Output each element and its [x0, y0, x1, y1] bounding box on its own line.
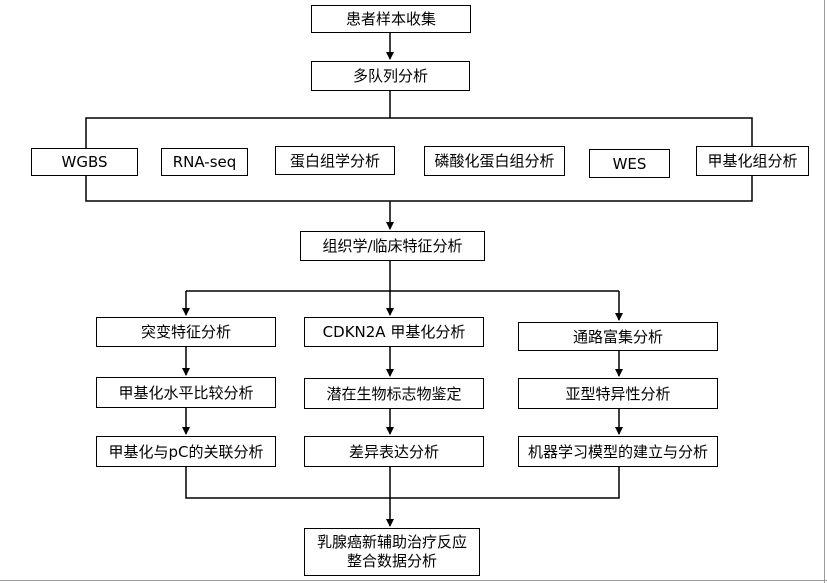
methylation-level-comparison-box: 甲基化水平比较分析 [96, 377, 276, 408]
integrated-analysis-line1: 乳腺癌新辅助治疗反应 [316, 533, 467, 551]
pathway-enrichment-box: 通路富集分析 [518, 322, 718, 351]
frame-right-edge [824, 0, 825, 583]
integrated-analysis-box: 乳腺癌新辅助治疗反应 整合数据分析 [304, 528, 480, 576]
omics-box-methylome: 甲基化组分析 [696, 146, 809, 176]
omics-box-wes: WES [589, 149, 670, 178]
ml-model-box: 机器学习模型的建立与分析 [518, 436, 718, 467]
merge-bracket [185, 467, 620, 499]
subtype-specificity-box: 亚型特异性分析 [518, 378, 718, 409]
omics-bracket-top [85, 117, 753, 148]
patient-sample-collection-box: 患者样本收集 [311, 5, 471, 33]
biomarker-identification-box: 潜在生物标志物鉴定 [304, 378, 484, 409]
integrated-analysis-line2: 整合数据分析 [346, 552, 437, 570]
omics-bracket-bottom [85, 176, 753, 202]
cdkn2a-methylation-analysis-box: CDKN2A 甲基化分析 [304, 317, 484, 347]
frame-bottom-edge [0, 580, 827, 581]
methylation-pc-association-box: 甲基化与pC的关联分析 [96, 436, 276, 467]
multi-cohort-analysis-box: 多队列分析 [311, 61, 470, 91]
mutation-feature-analysis-box: 突变特征分析 [96, 317, 276, 347]
omics-box-proteomics: 蛋白组学分析 [275, 146, 395, 175]
differential-expression-box: 差异表达分析 [304, 436, 484, 467]
omics-box-phosphoproteomics: 磷酸化蛋白组分析 [424, 146, 565, 176]
omics-box-wgbs: WGBS [31, 148, 138, 176]
histology-clinical-analysis-box: 组织学/临床特征分析 [300, 231, 485, 261]
omics-box-rna-seq: RNA-seq [161, 148, 248, 176]
